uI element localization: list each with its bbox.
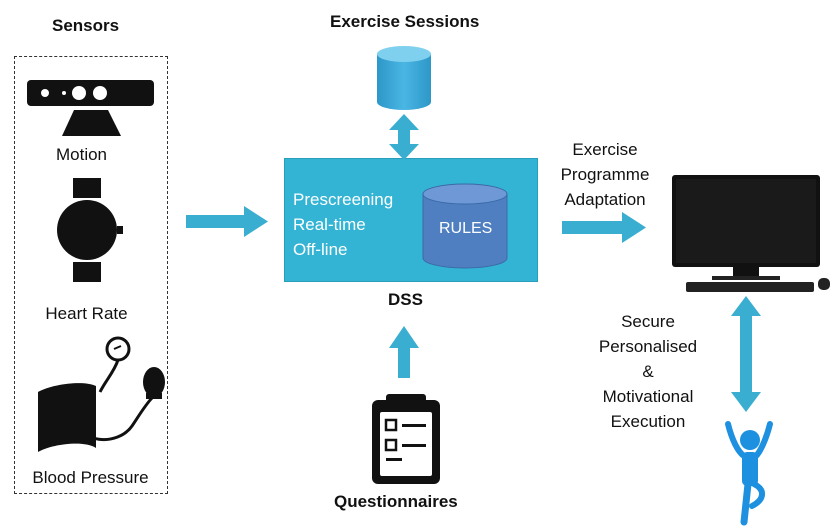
motion-sensor-icon xyxy=(27,80,154,136)
dss-line-off-line: Off-line xyxy=(293,240,348,259)
adaptation-line-3: Adaptation xyxy=(564,190,646,209)
arrow-sensors-to-dss xyxy=(186,206,268,237)
adaptation-line-1: Exercise xyxy=(572,140,638,159)
exercising-person-icon xyxy=(725,421,773,526)
arrow-questionnaires-to-dss xyxy=(389,326,419,378)
arrow-monitor-person xyxy=(731,296,761,412)
sensor-label-heart-rate: Heart Rate xyxy=(45,304,128,323)
rules-database-icon xyxy=(422,183,508,269)
blood-pressure-cuff-icon xyxy=(38,336,165,452)
computer-icon xyxy=(672,175,830,292)
execution-line-3: & xyxy=(642,362,654,381)
arrow-dss-to-monitor xyxy=(562,212,646,243)
execution-line-2: Personalised xyxy=(598,337,698,356)
smartwatch-icon xyxy=(57,178,123,282)
adaptation-line-2: Programme xyxy=(560,165,650,184)
database-icon xyxy=(377,46,431,110)
dss-line-prescreening: Prescreening xyxy=(293,190,394,209)
sensor-label-motion: Motion xyxy=(55,145,108,164)
dss-label: DSS xyxy=(388,290,423,309)
exercise-sessions-label: Exercise Sessions xyxy=(330,12,480,31)
sensors-panel xyxy=(14,56,168,494)
sensors-title: Sensors xyxy=(52,16,120,35)
sensor-label-blood-pressure: Blood Pressure xyxy=(32,468,149,487)
execution-line-4: Motivational xyxy=(602,387,694,406)
clipboard-icon xyxy=(372,394,440,484)
dss-line-real-time: Real-time xyxy=(293,215,366,234)
rules-label: RULES xyxy=(439,220,493,237)
execution-line-1: Secure xyxy=(621,312,675,331)
questionnaires-label: Questionnaires xyxy=(334,492,458,511)
execution-line-5: Execution xyxy=(610,412,686,431)
arrow-sessions-dss xyxy=(389,114,419,160)
